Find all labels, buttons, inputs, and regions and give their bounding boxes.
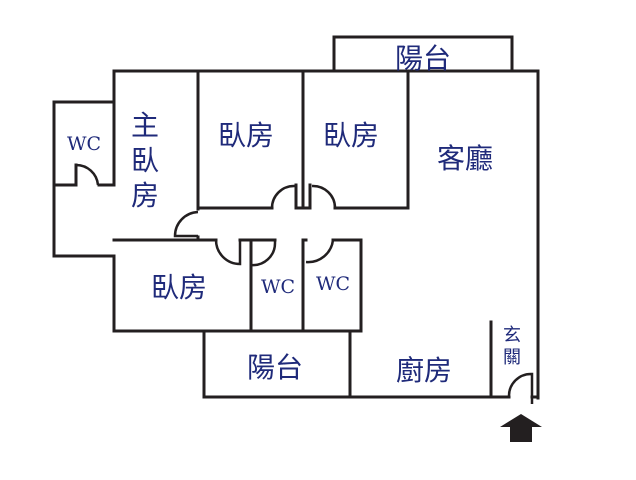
label-wc-3: WC — [316, 273, 350, 295]
label-wc-master: WC — [67, 133, 101, 155]
outer-wall-top-right — [112, 69, 540, 400]
labels: 陽台 主 臥 房 WC 臥房 臥房 客廳 臥房 WC WC 陽台 廚房 玄 關 — [67, 42, 521, 387]
balcony-bottom-wall — [202, 329, 511, 399]
doors — [75, 163, 534, 404]
label-bedroom-2: 臥房 — [323, 119, 379, 152]
label-balcony-top: 陽台 — [395, 42, 451, 75]
label-entrance-1: 玄 — [503, 325, 521, 346]
door-wc-2[interactable] — [250, 240, 277, 267]
wc-master-wall — [52, 163, 78, 187]
entrance-arrow-icon — [500, 414, 542, 442]
bedroom-divider — [294, 69, 312, 210]
door-bedroom-1[interactable] — [270, 184, 296, 209]
label-master-2: 臥 — [131, 144, 159, 177]
bedroom2-wall — [333, 69, 410, 210]
label-living-room: 客廳 — [437, 142, 493, 175]
label-bedroom-3: 臥房 — [151, 271, 207, 304]
door-master-bedroom[interactable] — [173, 210, 199, 238]
label-master-3: 房 — [131, 179, 159, 212]
wc-master-wall-right — [97, 100, 116, 187]
wc3-wall — [112, 238, 363, 333]
door-bedroom-2[interactable] — [311, 184, 337, 209]
balcony-top-wall — [332, 35, 514, 73]
door-bedroom-3[interactable] — [214, 239, 242, 266]
label-balcony-bottom: 陽台 — [247, 351, 303, 384]
door-wc-master[interactable] — [75, 163, 100, 186]
label-wc-2: WC — [261, 276, 295, 298]
walls — [52, 35, 540, 400]
label-bedroom-1: 臥房 — [218, 119, 274, 152]
door-wc-3[interactable] — [305, 239, 335, 264]
label-kitchen: 廚房 — [396, 354, 452, 387]
label-master-1: 主 — [131, 109, 159, 142]
outer-wall-left — [52, 100, 116, 333]
door-entrance[interactable] — [507, 372, 534, 404]
label-entrance-2: 關 — [503, 347, 521, 368]
wc2-wall — [238, 238, 277, 333]
